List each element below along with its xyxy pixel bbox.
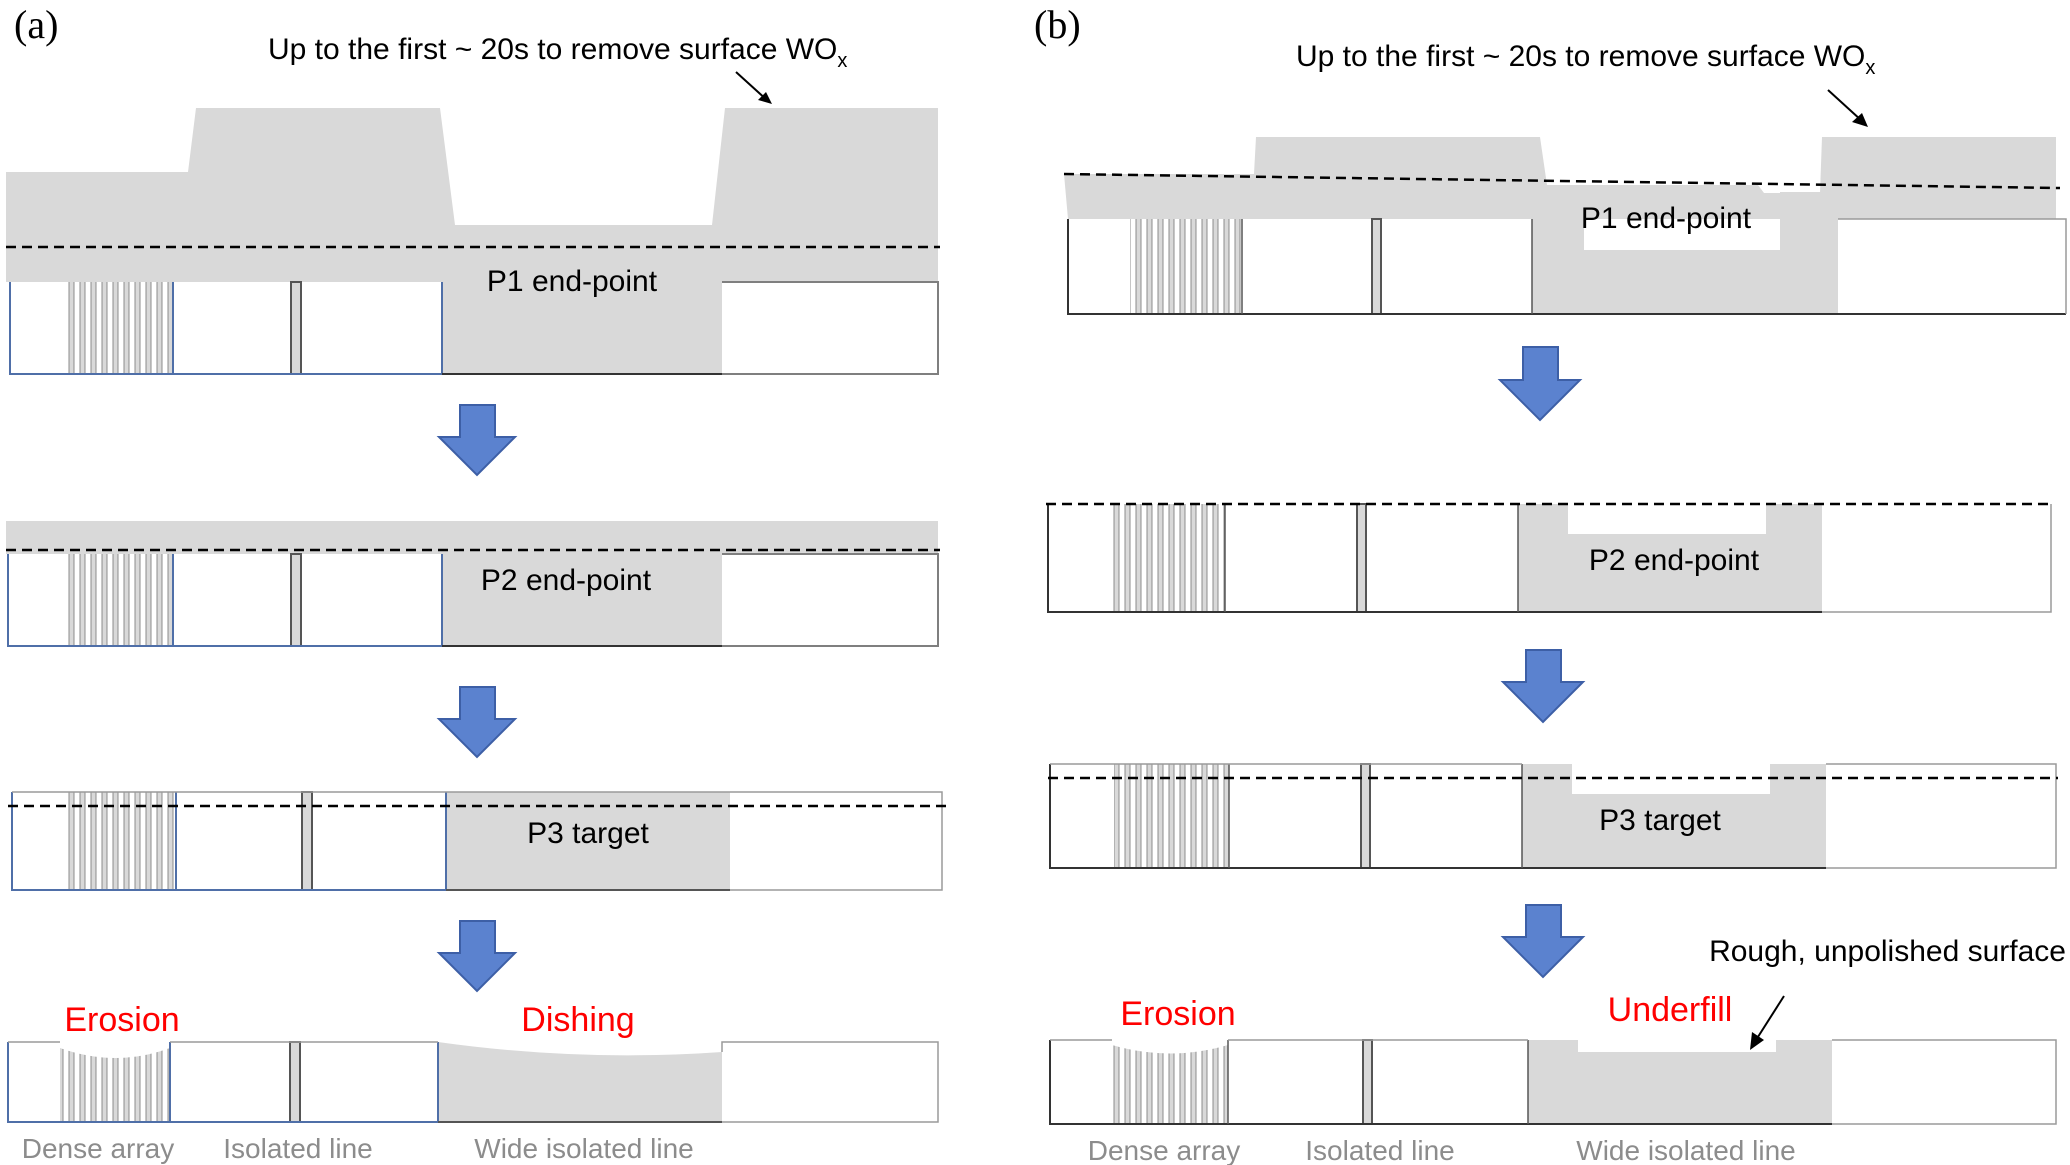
panel-a-dishing-label: Dishing	[521, 1001, 634, 1039]
panel-a-note-arrowhead	[758, 92, 772, 104]
panel-a-stage-4: Erosion Dishing Dense array Isolated lin…	[6, 1001, 939, 1164]
panel-a-dense-caption: Dense array	[22, 1133, 175, 1164]
panel-a-label: (a)	[14, 2, 58, 47]
panel-b-note-arrow	[1827, 89, 1863, 122]
panel-a-wide-caption: Wide isolated line	[474, 1133, 693, 1164]
panel-b-label: (b)	[1034, 2, 1081, 47]
panel-b-rough-arrow	[1755, 995, 1785, 1041]
panel-a-arrow-3	[436, 920, 518, 993]
panel-b-note: Up to the first ~ 20s to remove surface …	[1296, 40, 1875, 79]
panel-b-wide-caption: Wide isolated line	[1576, 1135, 1795, 1165]
panel-a-stage-1-label: P1 end-point	[487, 265, 658, 298]
panel-a-stage-3: P3 target	[8, 791, 946, 891]
panel-b-rough-arrowhead	[1750, 1032, 1764, 1050]
panel-b-isolated-caption: Isolated line	[1305, 1135, 1454, 1165]
panel-b-note-arrowhead	[1852, 113, 1868, 127]
panel-b: (b) Up to the first ~ 20s to remove surf…	[1034, 2, 2067, 1165]
panel-b-underfill-label: Underfill	[1608, 991, 1733, 1029]
panel-a-stage-2-label: P2 end-point	[481, 564, 652, 597]
panel-a-stage-1: P1 end-point	[6, 108, 940, 375]
panel-b-stage-3-label: P3 target	[1599, 804, 1721, 837]
panel-b-arrow-1	[1497, 346, 1583, 422]
panel-b-dense-caption: Dense array	[1088, 1135, 1241, 1165]
panel-a-arrow-2	[436, 686, 518, 759]
panel-a-note: Up to the first ~ 20s to remove surface …	[268, 33, 847, 72]
panel-b-stage-1: P1 end-point	[1063, 137, 2067, 315]
panel-b-erosion-label: Erosion	[1120, 995, 1235, 1033]
panel-b-stage-2: P2 end-point	[1046, 502, 2054, 613]
panel-a-stage-2: P2 end-point	[6, 521, 940, 647]
panel-b-stage-1-label: P1 end-point	[1581, 202, 1752, 235]
panel-a-isolated-caption: Isolated line	[223, 1133, 372, 1164]
panel-b-rough-label: Rough, unpolished surface	[1709, 935, 2066, 968]
panel-b-stage-3: P3 target	[1048, 763, 2058, 869]
panel-b-stage-2-label: P2 end-point	[1589, 544, 1760, 577]
panel-a-stage-3-label: P3 target	[527, 817, 649, 850]
panel-a: (a) Up to the first ~ 20s to remove surf…	[6, 2, 946, 1164]
panel-b-arrow-2	[1500, 649, 1586, 724]
panel-b-stage-4: Rough, unpolished surface Erosion Underf…	[1049, 935, 2066, 1165]
panel-b-arrow-3	[1500, 904, 1586, 979]
panel-a-arrow-1	[436, 404, 518, 477]
panel-a-erosion-label: Erosion	[64, 1001, 179, 1039]
